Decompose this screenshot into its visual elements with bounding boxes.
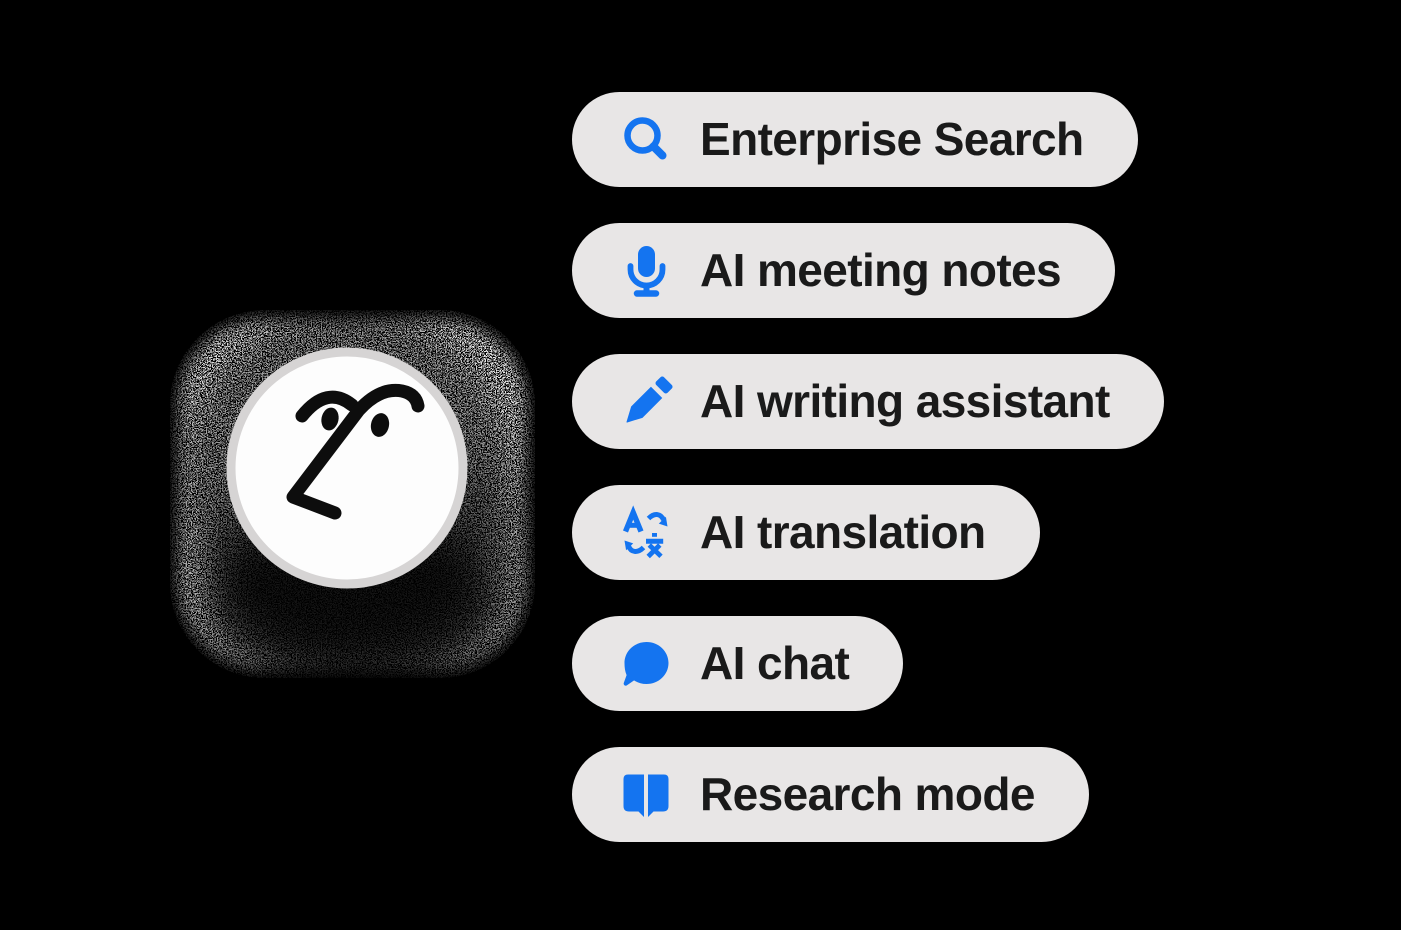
microphone-icon [618,243,674,299]
feature-label: Research mode [700,767,1035,820]
app-icon-tile [170,307,535,690]
search-icon [618,112,674,168]
face-circle [226,347,468,589]
chat-bubble-icon [618,636,674,692]
feature-label: AI writing assistant [700,374,1110,427]
open-book-icon [618,767,674,823]
feature-label: Enterprise Search [700,112,1084,165]
feature-label: AI chat [700,636,850,689]
doodle-eyes [321,407,390,437]
feature-pill-ai-meeting-notes[interactable]: AI meeting notes [572,223,1116,318]
feature-pill-ai-translation[interactable]: AI translation [572,485,1040,580]
feature-pill-enterprise-search[interactable]: Enterprise Search [572,92,1138,187]
translate-icon [618,504,674,561]
doodle-face [286,383,425,520]
pen-icon [618,374,674,430]
feature-label: AI meeting notes [700,243,1062,296]
doodle-face-icon [170,307,535,690]
feature-pill-list: Enterprise Search AI meeting notes [572,92,1164,842]
feature-pill-research-mode[interactable]: Research mode [572,747,1089,842]
feature-label: AI translation [700,505,986,558]
feature-pill-ai-chat[interactable]: AI chat [572,616,904,711]
feature-pill-ai-writing-assistant[interactable]: AI writing assistant [572,354,1164,449]
